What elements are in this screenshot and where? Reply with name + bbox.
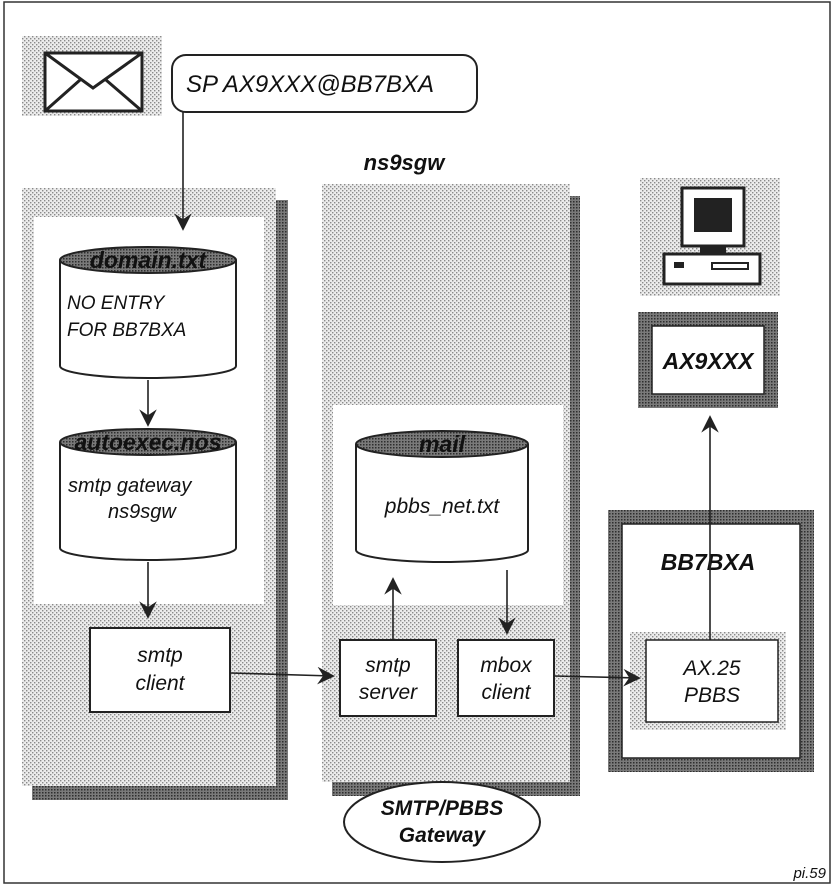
smtp-server-line1: smtp — [365, 654, 411, 677]
email-command-box: SP AX9XXX@BB7BXA — [171, 54, 478, 113]
smtp-server-line2: server — [359, 681, 418, 704]
autoexec-file-line1: smtp gateway — [68, 475, 192, 497]
smtp-client-line2: client — [135, 672, 185, 695]
email-command-text: SP AX9XXX@BB7BXA — [186, 71, 434, 98]
gateway-host-label: ns9sgw — [364, 150, 447, 175]
autoexec-file-line2: ns9sgw — [108, 501, 177, 523]
domain-file-title: domain.txt — [90, 247, 208, 273]
gateway-title-line2: Gateway — [399, 824, 487, 847]
mbox-client-box: mbox client — [457, 639, 555, 717]
domain-file-cylinder: domain.txt NO ENTRY FOR BB7BXA — [59, 246, 237, 379]
mail-store-cylinder: mail pbbs_net.txt — [355, 430, 529, 563]
mail-store-title: mail — [419, 431, 466, 457]
mbox-client-line1: mbox — [480, 654, 533, 677]
ax25-pbbs-line1: AX.25 — [681, 657, 741, 680]
autoexec-file-title: autoexec.nos — [75, 429, 222, 455]
smtp-client-box: smtp client — [89, 627, 231, 713]
plate-id: pi.59 — [792, 865, 826, 882]
ax25-pbbs-line2: PBBS — [684, 684, 740, 707]
user-callsign-text: AX9XXX — [662, 348, 755, 374]
mbox-client-line2: client — [481, 681, 531, 704]
mail-store-line1: pbbs_net.txt — [384, 495, 501, 518]
smtp-client-line1: smtp — [137, 644, 183, 667]
gateway-title-ellipse: SMTP/PBBS Gateway — [343, 781, 541, 863]
ax25-pbbs-box: AX.25 PBBS — [630, 632, 786, 730]
computer-icon — [640, 178, 780, 296]
autoexec-file-cylinder: autoexec.nos smtp gateway ns9sgw — [59, 428, 237, 561]
bbs-node-title: BB7BXA — [661, 549, 756, 575]
arrow-mbox-client-to-pbbs — [553, 668, 641, 687]
domain-file-line2: FOR BB7BXA — [67, 320, 186, 341]
envelope-icon — [22, 36, 162, 116]
arrow-smtp-client-to-server — [229, 666, 335, 685]
domain-file-line1: NO ENTRY — [67, 293, 166, 314]
gateway-title-line1: SMTP/PBBS — [381, 797, 504, 820]
user-callsign-box: AX9XXX — [638, 312, 778, 408]
smtp-server-box: smtp server — [339, 639, 437, 717]
flow-arrows — [139, 112, 719, 687]
